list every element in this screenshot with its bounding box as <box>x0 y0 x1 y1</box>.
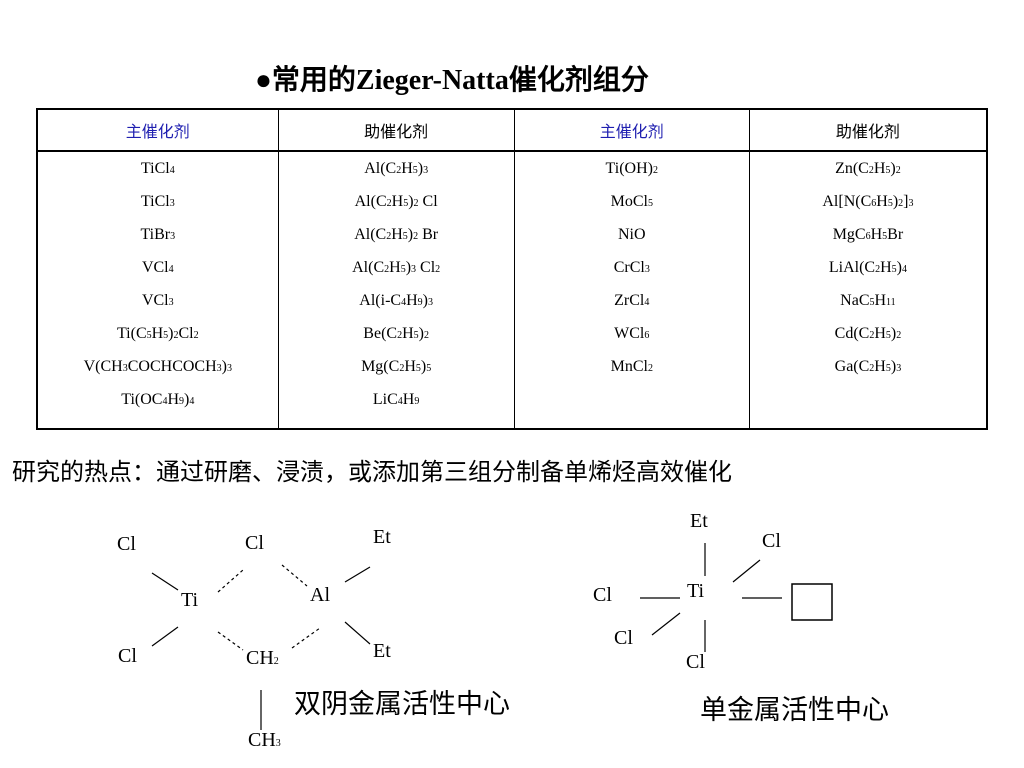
formula-cell: CrCl3 <box>613 259 650 276</box>
formula-cell: Al(i-C4H9)3 <box>359 292 433 309</box>
bond-cl-ti <box>151 572 179 591</box>
ethyl-label: Et <box>373 526 391 548</box>
formula-cell: MoCl5 <box>610 193 653 210</box>
bond-ti-cl <box>651 612 681 636</box>
page-title: ●常用的Zieger-Natta催化剂组分 <box>255 58 649 98</box>
formula-cell: LiC4H9 <box>372 391 420 408</box>
formula-cell: Ga(C2H5)3 <box>834 358 902 375</box>
bond-al-et <box>344 621 371 645</box>
chlorine-label: Cl <box>245 532 264 554</box>
chlorine-label: Cl <box>614 627 633 649</box>
methyl-label: CH3 <box>248 729 281 751</box>
titanium-label: Ti <box>181 589 199 611</box>
formula-cell: Al[N(C6H5)2]3 <box>822 193 914 210</box>
bond-ti-ch2-bridge <box>217 631 244 651</box>
bond-ch2-al-bridge <box>291 627 321 649</box>
vacant-site-box <box>791 583 833 621</box>
formula-cell: VCl4 <box>141 259 174 276</box>
header-main-catalyst-2: 主催化剂 <box>513 108 750 152</box>
research-hotspot-text: 研究的热点：通过研磨、浸渍，或添加第三组分制备单烯烃高效催化 <box>12 458 732 486</box>
formula-cell: TiBr3 <box>140 226 176 243</box>
formula-cell: Be(C2H5)2 <box>363 325 429 342</box>
chlorine-label: Cl <box>686 651 705 673</box>
bimetallic-center-caption: 双阴金属活性中心 <box>294 689 510 720</box>
formula-cell: TiCl3 <box>140 193 175 210</box>
formula-cell: WCl6 <box>614 325 650 342</box>
formula-cell: TiCl4 <box>140 160 175 177</box>
formula-cell: LiAl(C2H5)4 <box>828 259 907 276</box>
formula-cell: Ti(C5H5)2Cl2 <box>116 325 199 342</box>
formula-cell: Al(C2H5)3 <box>364 160 429 177</box>
bond-ti-cl-bridge <box>217 569 244 593</box>
formula-cell: Cd(C2H5)2 <box>834 325 902 342</box>
formula-cell: VCl3 <box>141 292 174 309</box>
header-cocatalyst-2: 助催化剂 <box>748 108 988 152</box>
formula-cell: Ti(OH)2 <box>605 160 658 177</box>
table-header-row: 主催化剂 助催化剂 主催化剂 助催化剂 <box>36 108 988 152</box>
header-main-catalyst-1: 主催化剂 <box>36 108 279 152</box>
ethyl-label: Et <box>373 640 391 662</box>
formula-cell: Zn(C2H5)2 <box>835 160 901 177</box>
chlorine-label: Cl <box>762 530 781 552</box>
methylene-label: CH2 <box>246 647 279 669</box>
monometallic-center-caption: 单金属活性中心 <box>700 695 889 726</box>
formula-cell: V(CH3COCHCOCH3)3 <box>83 358 232 375</box>
chlorine-label: Cl <box>118 645 137 667</box>
bond-cl-ti <box>151 626 179 647</box>
bond-cl-al-bridge <box>281 564 308 587</box>
formula-cell: NiO <box>617 226 646 243</box>
formula-cell: MgC6H5Br <box>832 226 904 243</box>
formula-cell: MnCl2 <box>610 358 653 375</box>
formula-cell: Al(C2H5)2 Cl <box>354 193 438 210</box>
formula-cell: Al(C2H5)2 Br <box>354 226 439 243</box>
bullet-icon: ● <box>255 65 272 96</box>
formula-cell: ZrCl4 <box>614 292 650 309</box>
title-text: 常用的Zieger-Natta催化剂组分 <box>271 65 649 96</box>
formula-cell: Mg(C2H5)5 <box>361 358 432 375</box>
chlorine-label: Cl <box>117 533 136 555</box>
titanium-label: Ti <box>687 580 705 602</box>
formula-cell: NaC5H11 <box>840 292 896 309</box>
aluminum-label: Al <box>310 584 330 606</box>
ethyl-label: Et <box>690 510 708 532</box>
bond-ti-cl <box>732 559 761 583</box>
formula-cell: Ti(OC4H9)4 <box>121 391 195 408</box>
bond-al-et <box>344 566 371 583</box>
chlorine-label: Cl <box>593 584 612 606</box>
formula-cell: Al(C2H5)3 Cl2 <box>352 259 441 276</box>
